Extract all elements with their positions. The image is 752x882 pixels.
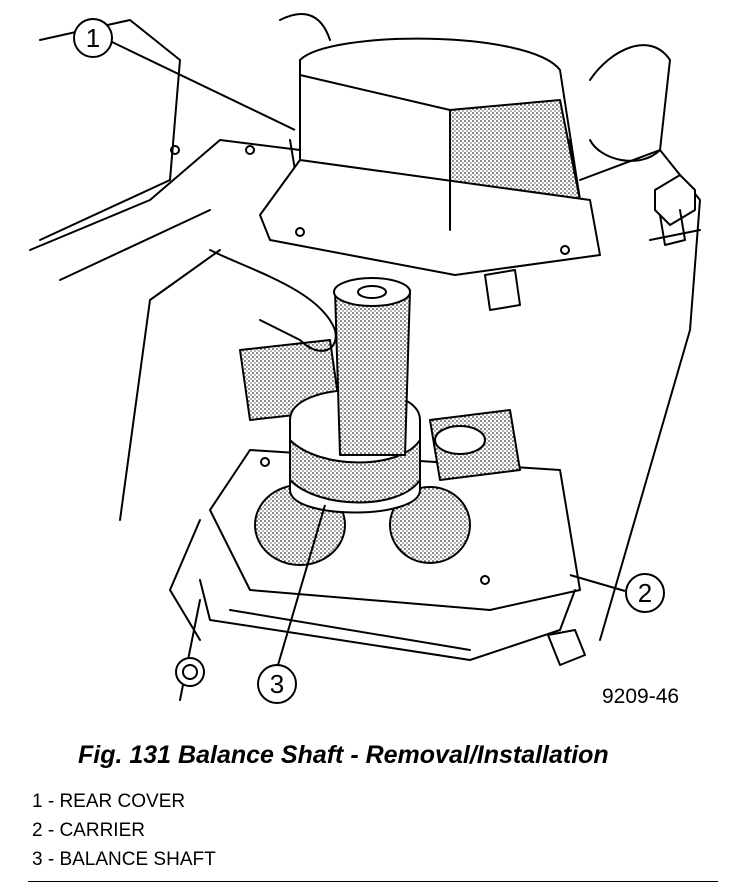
- legend-item-rear-cover: 1 - REAR COVER: [32, 791, 186, 812]
- callout-2: 2: [625, 573, 665, 613]
- legend-item-balance-shaft: 3 - BALANCE SHAFT: [32, 849, 216, 870]
- svg-text:2: 2: [638, 578, 652, 608]
- legend-item-carrier: 2 - CARRIER: [32, 820, 145, 841]
- svg-text:1: 1: [86, 23, 100, 53]
- callout-3: 3: [257, 664, 297, 704]
- callout-1: 1: [73, 18, 113, 58]
- figure-code: 9209-46: [602, 685, 680, 708]
- figure-caption: Fig. 131 Balance Shaft - Removal/Install…: [78, 741, 609, 769]
- legend-list: 1 - REAR COVER 2 - CARRIER 3 - BALANCE S…: [32, 787, 216, 874]
- svg-text:3: 3: [270, 669, 284, 699]
- balance-shaft-illustration: 1 2 3: [29, 13, 701, 704]
- leader-lines: [111, 41, 626, 666]
